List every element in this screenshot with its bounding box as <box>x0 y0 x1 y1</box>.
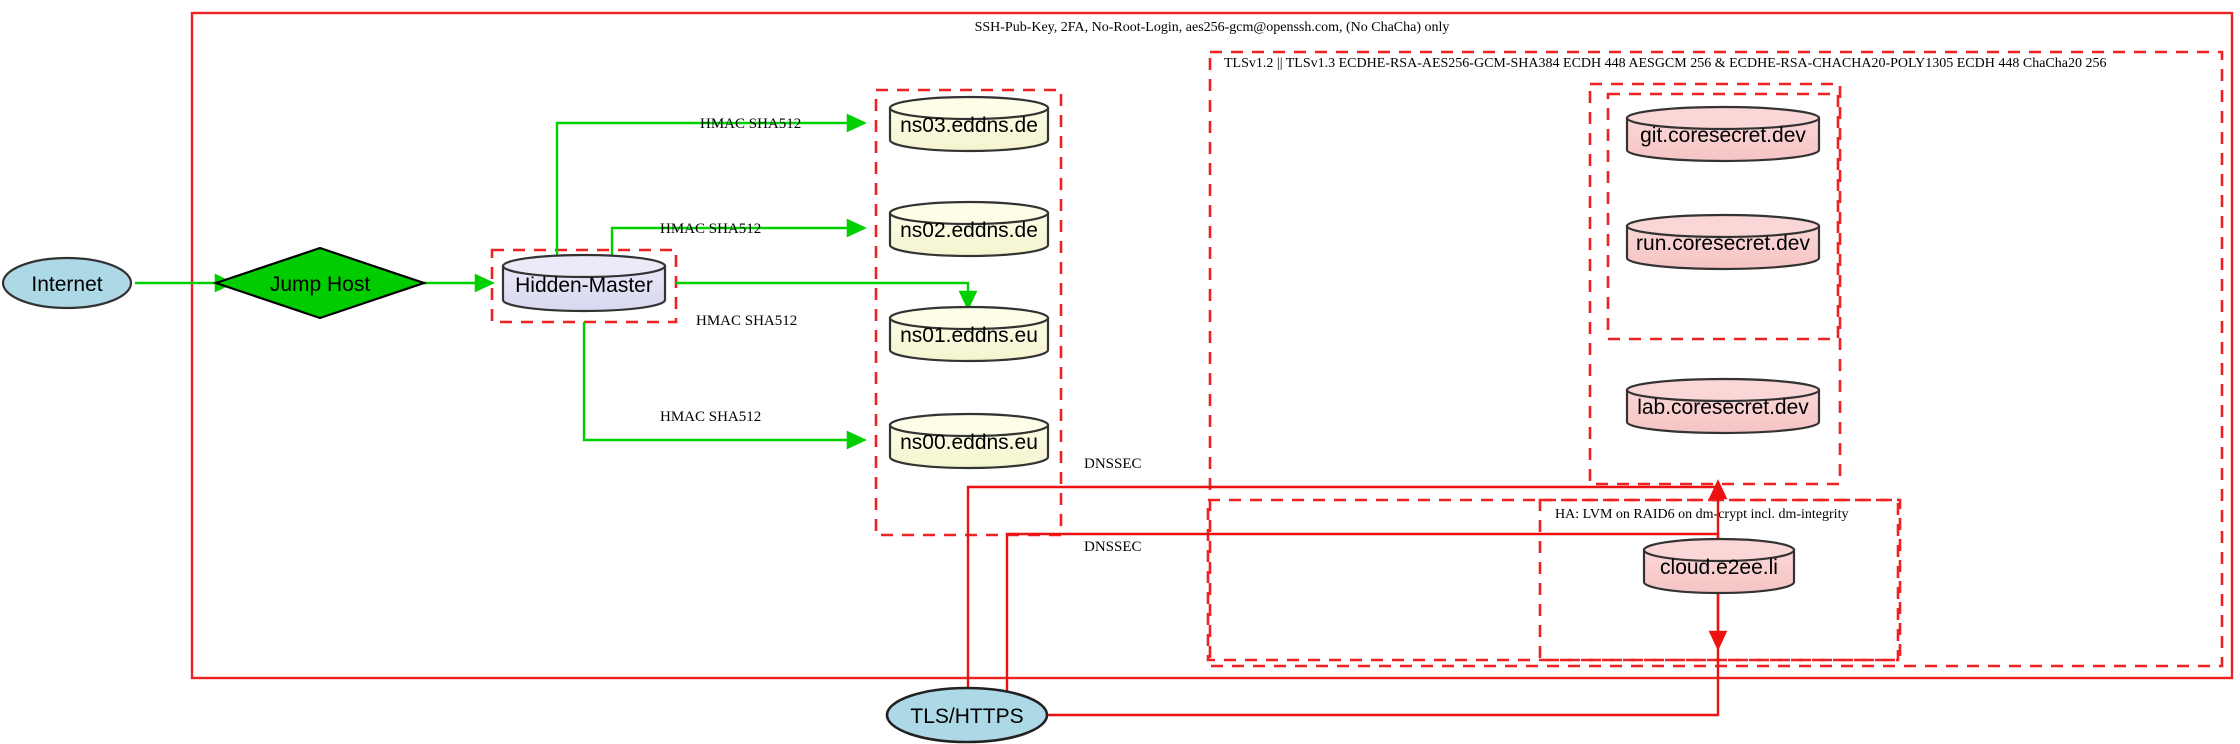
node-service-2-label: lab.coresecret.dev <box>1637 396 1809 419</box>
node-tls-https-label: TLS/HTTPS <box>910 705 1023 728</box>
edge-dnssec-lower <box>1005 532 1728 700</box>
edge-tls-to-coresecret <box>1047 490 1720 717</box>
node-service-1[interactable]: run.coresecret.dev <box>1625 213 1821 271</box>
coresecret-zone-inner <box>1606 92 1840 341</box>
node-hidden-master-label: Hidden-Master <box>515 274 653 297</box>
edge-hm-ns03 <box>555 113 867 258</box>
edge-label-hmac-3: HMAC SHA512 <box>660 409 761 425</box>
node-dns-server-1-label: ns02.eddns.de <box>900 219 1038 242</box>
node-internet[interactable]: Internet <box>1 256 133 310</box>
ha-inner-frame <box>1538 498 1902 662</box>
edge-hm-ns00 <box>582 322 867 450</box>
node-ha-service-0-label: cloud.e2ee.li <box>1660 556 1778 579</box>
edge-label-hmac-1: HMAC SHA512 <box>660 221 761 237</box>
edge-label-hmac-2: HMAC SHA512 <box>696 313 797 329</box>
node-dns-server-1[interactable]: ns02.eddns.de <box>888 200 1050 258</box>
node-tls-https[interactable]: TLS/HTTPS <box>885 686 1049 744</box>
node-ha-service-0[interactable]: cloud.e2ee.li <box>1642 537 1796 595</box>
ha-zone-label: HA: LVM on RAID6 on dm-crypt incl. dm-in… <box>1555 507 1848 522</box>
node-service-2[interactable]: lab.coresecret.dev <box>1625 377 1821 435</box>
node-hidden-master[interactable]: Hidden-Master <box>501 253 667 313</box>
node-jump-host[interactable]: Jump Host <box>212 246 428 320</box>
node-service-0-label: git.coresecret.dev <box>1640 124 1806 147</box>
node-service-0[interactable]: git.coresecret.dev <box>1625 105 1821 163</box>
tls-zone-label: TLSv1.2 || TLSv1.3 ECDHE-RSA-AES256-GCM-… <box>1224 56 2106 71</box>
ssh-zone-label: SSH-Pub-Key, 2FA, No-Root-Login, aes256-… <box>975 20 1450 35</box>
edge-hm-ns01 <box>676 281 978 311</box>
node-dns-server-0[interactable]: ns03.eddns.de <box>888 95 1050 153</box>
node-jump-host-label: Jump Host <box>270 273 371 296</box>
node-internet-label: Internet <box>31 273 102 296</box>
node-dns-server-3-label: ns00.eddns.eu <box>900 431 1038 454</box>
coresecret-zone-outer <box>1588 82 1842 486</box>
edge-label-dnssec-1: DNSSEC <box>1084 539 1142 555</box>
tls-zone-frame <box>1208 50 2224 668</box>
ssh-zone-frame <box>190 11 2234 680</box>
node-dns-server-0-label: ns03.eddns.de <box>900 114 1038 137</box>
node-dns-server-3[interactable]: ns00.eddns.eu <box>888 412 1050 470</box>
edge-hm-ns02 <box>610 218 867 258</box>
node-service-1-label: run.coresecret.dev <box>1636 232 1810 255</box>
edge-label-hmac-0: HMAC SHA512 <box>700 116 801 132</box>
ha-zone-frame <box>1206 498 1900 662</box>
node-dns-server-2-label: ns01.eddns.eu <box>900 324 1038 347</box>
edge-label-dnssec-0: DNSSEC <box>1084 456 1142 472</box>
node-dns-server-2[interactable]: ns01.eddns.eu <box>888 305 1050 363</box>
edge-dnssec-upper <box>966 479 1728 640</box>
